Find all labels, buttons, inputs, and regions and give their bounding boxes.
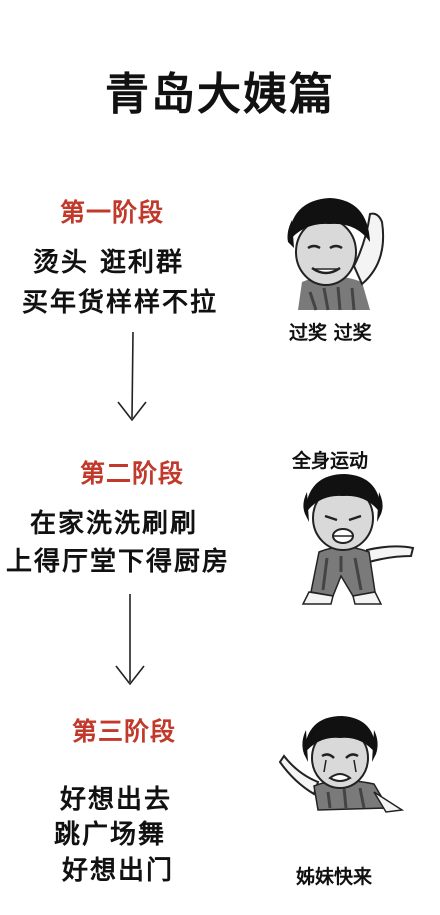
- meme-face-crying-icon: [278, 716, 405, 813]
- stage-2-line-2: 上得厅堂下得厨房: [6, 547, 231, 577]
- stage-3-line-3: 好想出门: [62, 856, 175, 886]
- stage-3-line-2: 跳广场舞: [54, 820, 167, 850]
- stage-2-line-1: 在家洗洗刷刷: [30, 509, 199, 539]
- stage-1-heading: 第一阶段: [60, 198, 165, 227]
- down-arrow-icon: [115, 594, 145, 686]
- stage-1-line-2: 买年货样样不拉: [22, 288, 219, 318]
- page-title: 青岛大姨篇: [105, 69, 335, 120]
- meme-face-waving-icon: [287, 198, 385, 311]
- stage-2-caption: 全身运动: [292, 450, 369, 472]
- stage-3-heading: 第三阶段: [72, 717, 177, 746]
- meme-face-exercising-icon: [301, 474, 415, 605]
- stage-3-caption: 姊妹快来: [296, 866, 373, 888]
- stage-1-caption: 过奖 过奖: [289, 322, 372, 344]
- stage-1-line-1: 烫头 逛利群: [33, 248, 185, 278]
- stage-2-heading: 第二阶段: [80, 459, 185, 488]
- stage-3-line-1: 好想出去: [60, 785, 173, 815]
- down-arrow-icon: [117, 331, 147, 422]
